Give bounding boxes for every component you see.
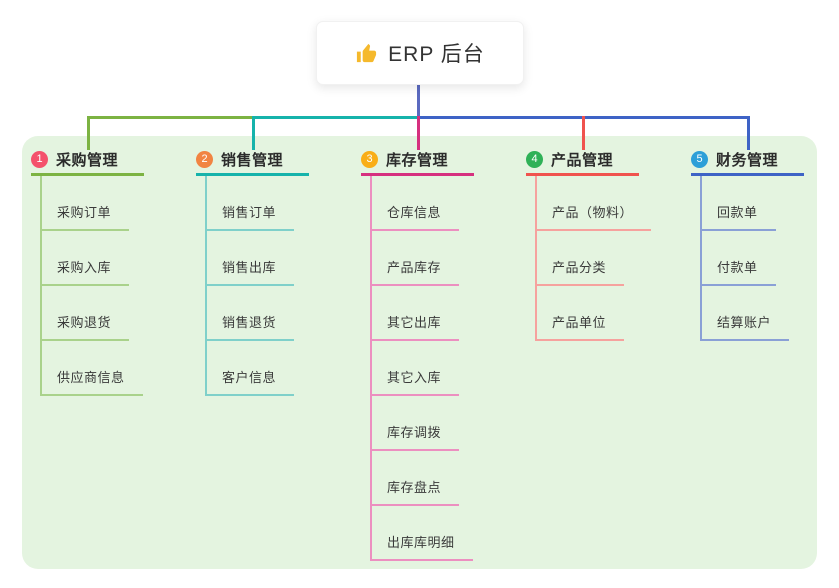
child-node[interactable]: 采购退货 <box>40 286 201 341</box>
child-label: 产品分类 <box>535 257 625 286</box>
thumbs-up-icon <box>355 42 378 65</box>
branch-label: 库存管理 <box>386 151 449 169</box>
child-label: 销售订单 <box>205 202 295 231</box>
child-label: 其它入库 <box>370 367 460 396</box>
child-label: 其它出库 <box>370 312 460 341</box>
child-label: 销售出库 <box>205 257 295 286</box>
child-label: 库存调拨 <box>370 422 460 451</box>
branch-header[interactable]: 2 销售管理 <box>196 145 366 173</box>
branch-vertical-line <box>535 176 537 341</box>
child-label: 产品库存 <box>370 257 460 286</box>
child-node[interactable]: 出库库明细 <box>370 506 531 561</box>
branch-children: 产品（物料） 产品分类产品单位 <box>535 176 696 341</box>
branch-header[interactable]: 3 库存管理 <box>361 145 531 173</box>
branch-label: 产品管理 <box>551 151 614 169</box>
child-node[interactable]: 销售退货 <box>205 286 366 341</box>
branch-vertical-line <box>40 176 42 396</box>
branch-underline <box>196 173 309 176</box>
root-title: ERP 后台 <box>388 43 485 66</box>
child-node[interactable]: 其它出库 <box>370 286 531 341</box>
child-label: 客户信息 <box>205 367 295 396</box>
connector-segment-middle <box>252 116 420 119</box>
branch-index-badge: 5 <box>691 150 708 168</box>
branch-drop-line <box>252 116 255 150</box>
child-node[interactable]: 销售出库 <box>205 231 366 286</box>
branch-3: 3 库存管理仓库信息产品库存其它出库其它入库库存调拨库存盘点出库库明细 <box>361 145 531 561</box>
child-node[interactable]: 产品单位 <box>535 286 696 341</box>
child-node[interactable]: 采购入库 <box>40 231 201 286</box>
branch-underline <box>361 173 474 176</box>
branch-drop-line <box>417 116 420 150</box>
branch-5: 5 财务管理回款单付款单结算账户 <box>691 145 839 341</box>
branch-children: 销售订单销售出库销售退货客户信息 <box>205 176 366 396</box>
child-node[interactable]: 销售订单 <box>205 176 366 231</box>
child-label: 采购退货 <box>40 312 130 341</box>
branch-underline <box>526 173 639 176</box>
branch-label: 采购管理 <box>56 151 119 169</box>
connector-segment-left <box>87 116 253 119</box>
child-node[interactable]: 采购订单 <box>40 176 201 231</box>
branch-children: 回款单付款单结算账户 <box>700 176 839 341</box>
branch-4: 4 产品管理产品（物料） 产品分类产品单位 <box>526 145 696 341</box>
branch-underline <box>31 173 144 176</box>
branch-drop-line <box>87 116 90 150</box>
branch-2: 2 销售管理销售订单销售出库销售退货客户信息 <box>196 145 366 396</box>
child-node[interactable]: 结算账户 <box>700 286 839 341</box>
child-label: 库存盘点 <box>370 477 460 506</box>
child-node[interactable]: 供应商信息 <box>40 341 201 396</box>
branch-children: 采购订单采购入库采购退货供应商信息 <box>40 176 201 396</box>
child-label: 供应商信息 <box>40 367 143 396</box>
child-label: 出库库明细 <box>370 532 473 561</box>
child-label: 产品单位 <box>535 312 625 341</box>
child-node[interactable]: 库存调拨 <box>370 396 531 451</box>
branch-vertical-line <box>370 176 372 561</box>
child-label: 回款单 <box>700 202 776 231</box>
root-node[interactable]: ERP 后台 <box>316 21 524 85</box>
branch-1: 1 采购管理采购订单采购入库采购退货供应商信息 <box>31 145 201 396</box>
branch-header[interactable]: 1 采购管理 <box>31 145 201 173</box>
child-node[interactable]: 产品分类 <box>535 231 696 286</box>
branch-label: 财务管理 <box>716 151 779 169</box>
child-label: 销售退货 <box>205 312 295 341</box>
root-stem-line <box>417 83 420 119</box>
child-node[interactable]: 仓库信息 <box>370 176 531 231</box>
child-label: 仓库信息 <box>370 202 460 231</box>
branch-drop-line <box>747 116 750 150</box>
child-node[interactable]: 库存盘点 <box>370 451 531 506</box>
branch-vertical-line <box>205 176 207 396</box>
branch-index-badge: 1 <box>31 150 48 168</box>
child-label: 采购订单 <box>40 202 130 231</box>
branch-label: 销售管理 <box>221 151 284 169</box>
branch-index-badge: 3 <box>361 150 378 168</box>
child-node[interactable]: 客户信息 <box>205 341 366 396</box>
child-label: 结算账户 <box>700 312 790 341</box>
branch-index-badge: 4 <box>526 150 543 168</box>
child-label: 产品（物料） <box>535 202 652 231</box>
branch-header[interactable]: 4 产品管理 <box>526 145 696 173</box>
mindmap-canvas-panel <box>22 136 817 569</box>
branch-vertical-line <box>700 176 702 341</box>
child-node[interactable]: 付款单 <box>700 231 839 286</box>
child-node[interactable]: 产品库存 <box>370 231 531 286</box>
child-label: 采购入库 <box>40 257 130 286</box>
child-node[interactable]: 回款单 <box>700 176 839 231</box>
branch-drop-line <box>582 116 585 150</box>
child-node[interactable]: 产品（物料） <box>535 176 696 231</box>
child-node[interactable]: 其它入库 <box>370 341 531 396</box>
child-label: 付款单 <box>700 257 776 286</box>
branch-header[interactable]: 5 财务管理 <box>691 145 839 173</box>
branch-children: 仓库信息产品库存其它出库其它入库库存调拨库存盘点出库库明细 <box>370 176 531 561</box>
branch-underline <box>691 173 804 176</box>
branch-index-badge: 2 <box>196 150 213 168</box>
